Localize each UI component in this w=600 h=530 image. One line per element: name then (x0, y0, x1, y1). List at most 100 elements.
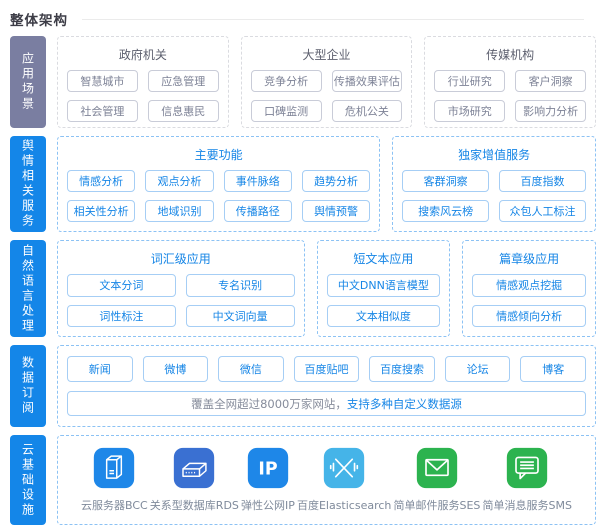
service-bcc: 云服务器BCC (81, 446, 148, 513)
service-elasticsearch: 百度Elasticsearch (297, 446, 391, 513)
service-rds: 关系型数据库RDS (150, 446, 239, 513)
item: 众包人工标注 (499, 200, 586, 222)
group-cloud-services: 云服务器BCC 关系型数据库RDS (57, 435, 596, 525)
row2-content: 主要功能 情感分析 观点分析 事件脉络 趋势分析 相关性分析 地域识别 传播路径… (57, 136, 596, 232)
sidebar-label-cloud-infrastructure: 云基础设施 (10, 435, 46, 525)
group-title: 传媒机构 (486, 48, 535, 62)
sidebar-label-opinion-services: 舆情相关服务 (10, 136, 46, 232)
data-source-items: 新闻 微博 微信 百度贴吧 百度搜索 论坛 博客 (67, 356, 586, 382)
mail-icon (416, 447, 458, 488)
group-title: 篇章级应用 (499, 252, 560, 266)
group-items: 情感观点挖掘 情感倾向分析 (472, 274, 586, 327)
group-items: 竞争分析 传播效果评估 口碑监测 危机公关 (250, 70, 403, 122)
item: 论坛 (444, 356, 511, 382)
item: 社会管理 (67, 100, 138, 122)
group-short-text: 短文本应用 中文DNN语言模型 文本相似度 (316, 240, 451, 337)
row3-content: 词汇级应用 文本分词 专名识别 词性标注 中文词向量 短文本应用 中文DNN语言… (57, 240, 596, 337)
group-items: 中文DNN语言模型 文本相似度 (326, 274, 441, 327)
service-label: 云服务器BCC (81, 498, 148, 512)
item: 市场研究 (434, 100, 506, 122)
item: 情感分析 (67, 170, 136, 192)
item: 中文DNN语言模型 (326, 274, 441, 297)
service-label: 百度Elasticsearch (296, 498, 392, 512)
item: 微信 (218, 356, 284, 382)
service-label: 简单消息服务SMS (482, 498, 572, 512)
item: 微博 (142, 356, 209, 382)
item: 情感观点挖掘 (472, 274, 586, 297)
item: 百度贴吧 (293, 356, 360, 382)
service-label: 关系型数据库RDS (149, 498, 239, 512)
group-main-functions: 主要功能 情感分析 观点分析 事件脉络 趋势分析 相关性分析 地域识别 传播路径… (57, 136, 381, 232)
group-items: 智慧城市 应急管理 社会管理 信息惠民 (67, 70, 219, 122)
item: 传播路径 (223, 200, 292, 222)
service-sms: 简单消息服务SMS (482, 446, 572, 513)
row5-content: 云服务器BCC 关系型数据库RDS (57, 435, 596, 525)
service-ses: 简单邮件服务SES (393, 446, 480, 513)
coverage-text: 覆盖全网超过8000万家网站， (191, 396, 347, 411)
group-media: 传媒机构 行业研究 客户洞察 市场研究 影响力分析 (424, 36, 597, 128)
item: 危机公关 (331, 100, 403, 122)
header-divider (82, 18, 584, 20)
item: 地域识别 (145, 200, 214, 222)
item: 相关性分析 (67, 200, 136, 222)
item: 舆情预警 (301, 200, 371, 222)
group-items: 行业研究 客户洞察 市场研究 影响力分析 (434, 70, 587, 122)
sidebar-label-nlp: 自然语言处理 (10, 240, 46, 337)
row-application-scenarios: 应用场景 政府机关 智慧城市 应急管理 社会管理 信息惠民 大型企业 竞争分析 … (10, 36, 597, 128)
item: 应急管理 (147, 70, 219, 92)
service-label: 简单邮件服务SES (393, 498, 481, 512)
item: 口碑监测 (250, 100, 322, 122)
group-title: 独家增值服务 (458, 148, 531, 162)
group-document-level: 篇章级应用 情感观点挖掘 情感倾向分析 (462, 240, 596, 337)
item: 专名识别 (185, 274, 295, 297)
sidebar-label-data-subscription: 数据订阅 (10, 345, 46, 427)
item: 博客 (520, 356, 586, 382)
group-government: 政府机关 智慧城市 应急管理 社会管理 信息惠民 (57, 36, 229, 128)
service-label: 弹性公网IP (240, 498, 295, 512)
item: 传播效果评估 (331, 70, 403, 92)
item: 词性标注 (67, 304, 176, 327)
item: 观点分析 (145, 170, 214, 192)
coverage-banner: 覆盖全网超过8000万家网站， 支持多种自定义数据源 (67, 391, 586, 416)
server-icon (94, 447, 135, 488)
item: 文本相似度 (326, 304, 441, 327)
row-nlp: 自然语言处理 词汇级应用 文本分词 专名识别 词性标注 中文词向量 短文本应用 … (10, 240, 596, 337)
item: 智慧城市 (67, 70, 138, 92)
row-data-subscription: 数据订阅 新闻 微博 微信 百度贴吧 百度搜索 论坛 博客 覆盖全网超过8000… (10, 345, 596, 427)
item: 客户洞察 (515, 70, 587, 92)
elasticsearch-icon (324, 447, 365, 488)
page-header: 整体架构 (10, 8, 596, 30)
item: 情感倾向分析 (472, 304, 586, 327)
group-enterprise: 大型企业 竞争分析 传播效果评估 口碑监测 危机公关 (240, 36, 413, 128)
group-items: 文本分词 专名识别 词性标注 中文词向量 (67, 274, 295, 327)
item: 影响力分析 (515, 100, 587, 122)
service-eip: IP 弹性公网IP (241, 446, 295, 513)
item: 中文词向量 (185, 304, 295, 327)
row-cloud-infrastructure: 云基础设施 云服务器BCC (10, 435, 596, 525)
group-title: 主要功能 (194, 148, 243, 162)
item: 新闻 (67, 356, 133, 382)
ip-icon: IP (247, 447, 289, 488)
sidebar-label-application-scenarios: 应用场景 (10, 36, 46, 128)
group-title: 短文本应用 (353, 252, 414, 266)
item: 百度搜索 (369, 356, 435, 382)
group-title: 大型企业 (302, 48, 351, 62)
svg-text:IP: IP (258, 459, 277, 479)
message-icon (507, 447, 548, 488)
group-data-sources: 新闻 微博 微信 百度贴吧 百度搜索 论坛 博客 覆盖全网超过8000万家网站，… (57, 345, 596, 427)
item: 事件脉络 (223, 170, 292, 192)
custom-sources-text: 支持多种自定义数据源 (346, 396, 462, 411)
cloud-services: 云服务器BCC 关系型数据库RDS (67, 441, 586, 515)
item: 客群洞察 (402, 170, 490, 192)
group-title: 政府机关 (118, 48, 167, 62)
row-opinion-services: 舆情相关服务 主要功能 情感分析 观点分析 事件脉络 趋势分析 相关性分析 地域… (10, 136, 596, 232)
row1-content: 政府机关 智慧城市 应急管理 社会管理 信息惠民 大型企业 竞争分析 传播效果评… (57, 36, 597, 128)
item: 行业研究 (434, 70, 506, 92)
item: 百度指数 (499, 170, 586, 192)
database-icon (174, 447, 215, 488)
page-title: 整体架构 (10, 13, 68, 29)
group-title: 词汇级应用 (150, 252, 211, 266)
item: 搜索风云榜 (402, 200, 490, 222)
item: 文本分词 (67, 274, 176, 297)
